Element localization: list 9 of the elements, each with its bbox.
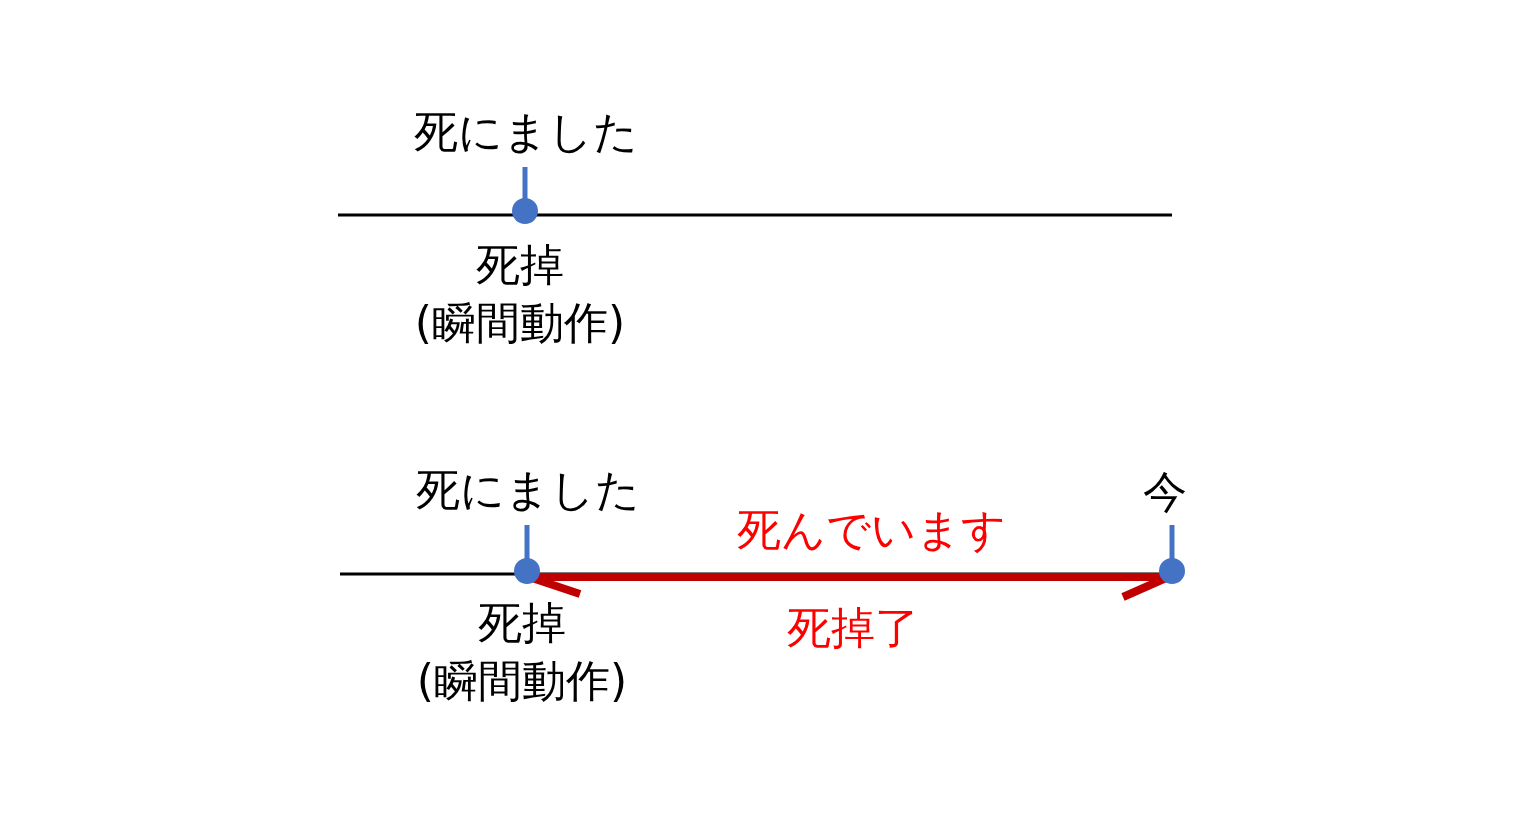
event-label: 死にました (416, 465, 640, 515)
note-label: (瞬間動作) (416, 656, 628, 706)
event-label: 死にました (414, 107, 638, 157)
time-label: 今 (1143, 467, 1187, 517)
duration-label: 死掉了 (787, 603, 919, 653)
note-label: (瞬間動作) (414, 298, 626, 348)
translation-label: 死掉 (476, 240, 564, 290)
duration-label: 死んでいます (736, 505, 1006, 555)
translation-label: 死掉 (478, 598, 566, 648)
